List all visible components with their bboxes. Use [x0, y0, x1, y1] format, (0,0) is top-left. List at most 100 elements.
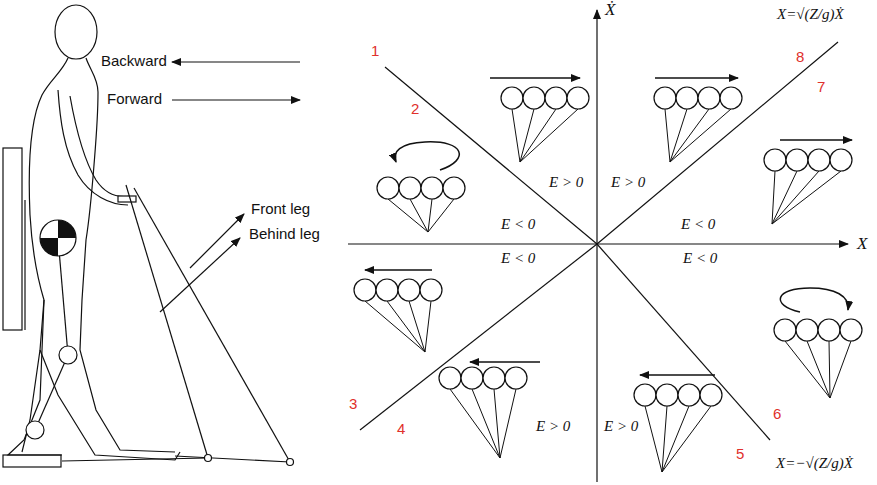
region-number: 5: [735, 445, 745, 462]
pendulum-mass: [439, 367, 461, 389]
pendulum-mass: [377, 177, 399, 199]
pendulum-mass: [505, 367, 527, 389]
ankle-joint: [26, 421, 44, 439]
region-number: 3: [348, 395, 358, 412]
back-board: [3, 148, 22, 330]
pendulum-mass: [398, 279, 420, 301]
axis-label: Ẋ: [604, 0, 616, 20]
pendulum-rod: [772, 171, 819, 224]
pendulum-mass: [720, 87, 742, 109]
pendulum-mass: [354, 279, 376, 301]
region-number: 6: [772, 405, 782, 422]
pendulum-rod: [662, 406, 689, 472]
knee-joint: [59, 346, 77, 364]
pendulum-rod: [450, 389, 500, 458]
pendulums: [354, 78, 862, 472]
motion-arrow: [470, 361, 540, 363]
pendulum-mass: [678, 384, 700, 406]
body-front-outline: [80, 58, 175, 452]
region-number: 8: [795, 48, 805, 65]
pendulum-rod: [410, 199, 428, 232]
pendulum-mass: [774, 319, 796, 341]
head: [55, 5, 97, 59]
crutch-tip: [205, 455, 212, 462]
hip-joint: [40, 220, 76, 256]
pendulum-rod: [520, 109, 556, 162]
pendulum-mass: [808, 149, 830, 171]
energy-label: E > 0: [603, 418, 639, 435]
xdot-axis: [596, 10, 597, 482]
pendulum-mass: [818, 319, 840, 341]
pendulum-mass: [545, 87, 567, 109]
motion-arrow: [780, 288, 848, 312]
pendulum-mass: [840, 319, 862, 341]
pendulum-mass: [764, 149, 786, 171]
axis-label: X: [856, 234, 868, 254]
boundary-line: [385, 67, 597, 244]
behind-leg: [8, 300, 62, 455]
arm: [58, 90, 128, 205]
pendulum-rod: [670, 109, 709, 162]
pendulum-rod: [665, 109, 670, 162]
pendulum-mass: [676, 87, 698, 109]
pendulum-rod: [772, 171, 841, 224]
pendulum-rod: [670, 109, 731, 162]
region-number: 4: [396, 420, 406, 437]
pendulum-mass: [523, 87, 545, 109]
center-of-mass: [40, 220, 76, 256]
exo-frame: [24, 200, 25, 330]
energy-label: E > 0: [535, 418, 571, 435]
pendulum-rod: [772, 171, 775, 224]
pendulum-rod: [785, 341, 830, 398]
arm: [70, 96, 130, 197]
crutch-tip: [287, 459, 294, 466]
pendulum-mass: [786, 149, 808, 171]
motion-arrow: [640, 374, 715, 376]
pendulum-rod: [387, 301, 425, 352]
phase-plane: [348, 10, 848, 482]
foot-plate: [3, 455, 61, 467]
pendulum-rod: [472, 389, 500, 458]
energy-label: E < 0: [682, 250, 718, 267]
region-number: 1: [370, 42, 380, 59]
pendulum-mass: [830, 149, 852, 171]
crutch: [126, 185, 208, 458]
energy-label: E < 0: [680, 216, 716, 233]
pendulum-rod: [365, 301, 425, 352]
pendulum-mass: [656, 384, 678, 406]
backward-arrow: [172, 61, 300, 62]
pendulum-rod: [388, 199, 428, 232]
direction-label: Backward: [100, 52, 168, 69]
pendulum-mass: [501, 87, 523, 109]
pendulum-mass: [443, 177, 465, 199]
region-number: 7: [816, 78, 826, 95]
shank-rod: [35, 355, 68, 430]
leader-line: [160, 238, 240, 312]
part-label: Behind leg: [248, 225, 321, 242]
pendulum-mass: [420, 279, 442, 301]
energy-label: E < 0: [500, 216, 536, 233]
pendulum-mass: [421, 177, 443, 199]
direction-label: Forward: [106, 90, 163, 107]
motion-arrow: [365, 269, 432, 271]
support-line: [175, 456, 290, 462]
pendulum-rod: [807, 341, 830, 398]
pendulum-rod: [428, 199, 454, 232]
crutch-handle: [118, 196, 136, 202]
pendulum-mass: [634, 384, 656, 406]
region-number: 2: [410, 100, 420, 117]
pendulum-mass: [399, 177, 421, 199]
pendulum-rod: [662, 406, 711, 472]
energy-label: E < 0: [500, 250, 536, 267]
forward-arrow: [172, 99, 300, 100]
pendulum-rod: [830, 341, 851, 398]
energy-label: E > 0: [610, 174, 646, 191]
boundary-line: [360, 244, 597, 430]
energy-label: E > 0: [548, 174, 584, 191]
pendulum-rod: [512, 109, 520, 162]
pendulum-mass: [461, 367, 483, 389]
pendulum-mass: [483, 367, 505, 389]
boundary-line: [597, 244, 770, 440]
part-label: Front leg: [250, 200, 311, 217]
